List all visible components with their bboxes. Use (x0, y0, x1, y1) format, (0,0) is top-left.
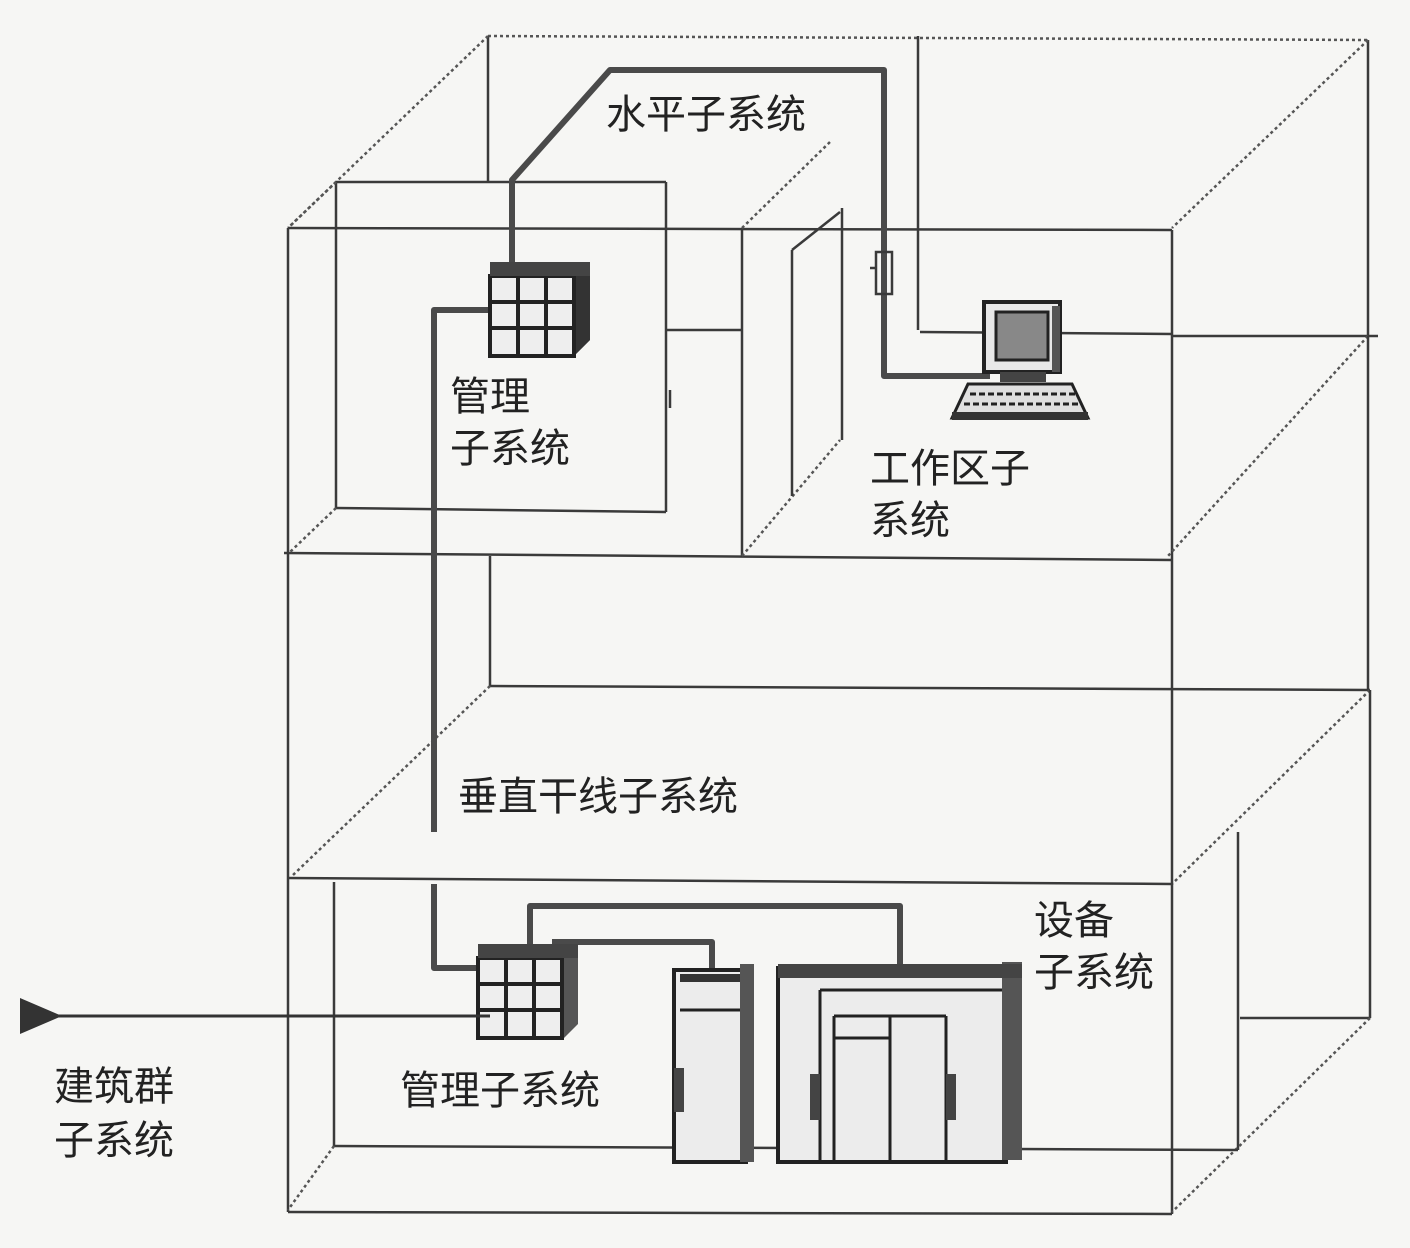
equipment-cable-2 (552, 939, 715, 970)
label-admin-bottom: 管理子系统 (400, 1068, 600, 1114)
label-horizontal-subsystem: 水平子系统 (606, 92, 806, 138)
building-frame (283, 34, 1378, 1216)
label-equipment-line2: 子系统 (1034, 950, 1154, 996)
patch-panel-icon (476, 944, 578, 1040)
label-vertical-backbone: 垂直干线子系统 (458, 774, 738, 820)
label-equipment-line1: 设备 (1034, 898, 1114, 944)
label-work-area-line2: 系统 (870, 498, 950, 544)
label-campus-line2: 子系统 (54, 1118, 174, 1164)
equipment-cable-1 (527, 903, 903, 970)
server-cabinet-icon (672, 962, 1022, 1164)
patch-panel-icon (488, 262, 590, 358)
vertical-backbone-cable (431, 307, 494, 832)
computer-icon (949, 300, 1091, 420)
label-admin-top-line2: 子系统 (450, 426, 570, 472)
label-admin-top-line1: 管理 (450, 374, 530, 420)
horizontal-cable (509, 67, 990, 379)
label-work-area-line1: 工作区子 (870, 446, 1030, 492)
wall-outlet-icon (870, 250, 894, 296)
ground-riser-cable (431, 884, 484, 971)
cables (431, 67, 990, 971)
label-campus-line1: 建筑群 (54, 1064, 174, 1110)
